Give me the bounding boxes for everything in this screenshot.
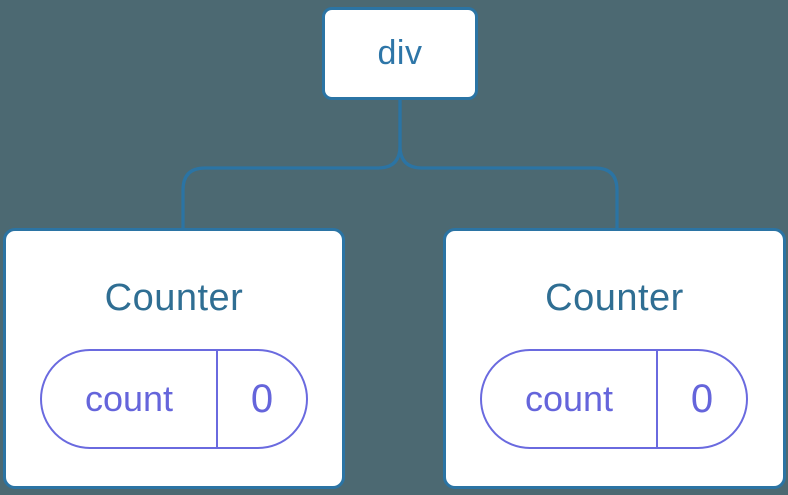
counter-node-left: Counter count 0 [3, 228, 345, 489]
state-key-label: count [84, 378, 174, 419]
root-node-label: div [377, 34, 423, 72]
state-pill: count 0 [480, 349, 748, 449]
connector-right-branch [398, 100, 619, 228]
connector-left-branch [181, 100, 402, 228]
state-value: 0 [216, 351, 306, 447]
root-node-div: div [322, 7, 478, 100]
counter-node-right: Counter count 0 [443, 228, 786, 489]
counter-title: Counter [545, 277, 684, 319]
state-value: 0 [656, 351, 746, 447]
state-pill: count 0 [40, 349, 308, 449]
state-key-label: count [524, 378, 614, 419]
counter-title: Counter [104, 277, 244, 319]
